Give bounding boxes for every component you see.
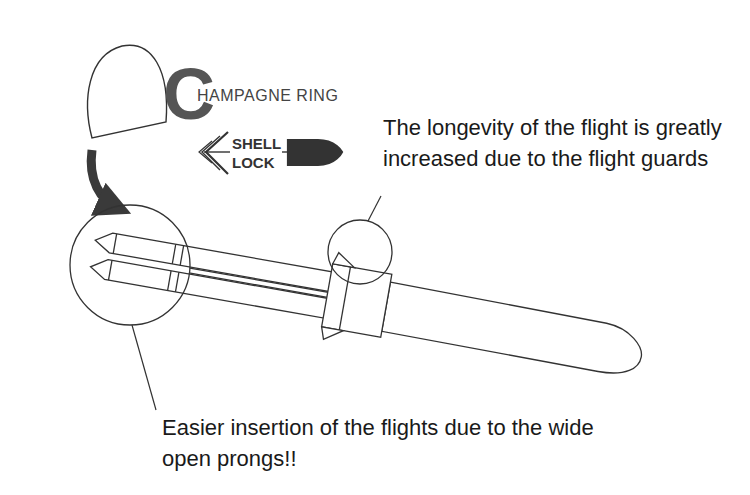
flight-cap xyxy=(88,45,167,138)
insert-arrow xyxy=(91,150,118,208)
callout-note: The longevity of the flight is greatly i… xyxy=(383,112,735,174)
leader-line xyxy=(368,196,381,221)
brand-name: SHELL xyxy=(232,136,281,151)
shaft xyxy=(85,211,650,395)
guard-circle xyxy=(328,220,392,284)
shell-lock-logo xyxy=(199,132,342,174)
brand-name: HAMPAGNE RING xyxy=(197,87,338,105)
prong-circle xyxy=(70,205,190,325)
brand-name: LOCK xyxy=(232,155,275,170)
callout-note: Easier insertion of the flights due to t… xyxy=(162,412,602,474)
leader-line xyxy=(132,325,156,410)
